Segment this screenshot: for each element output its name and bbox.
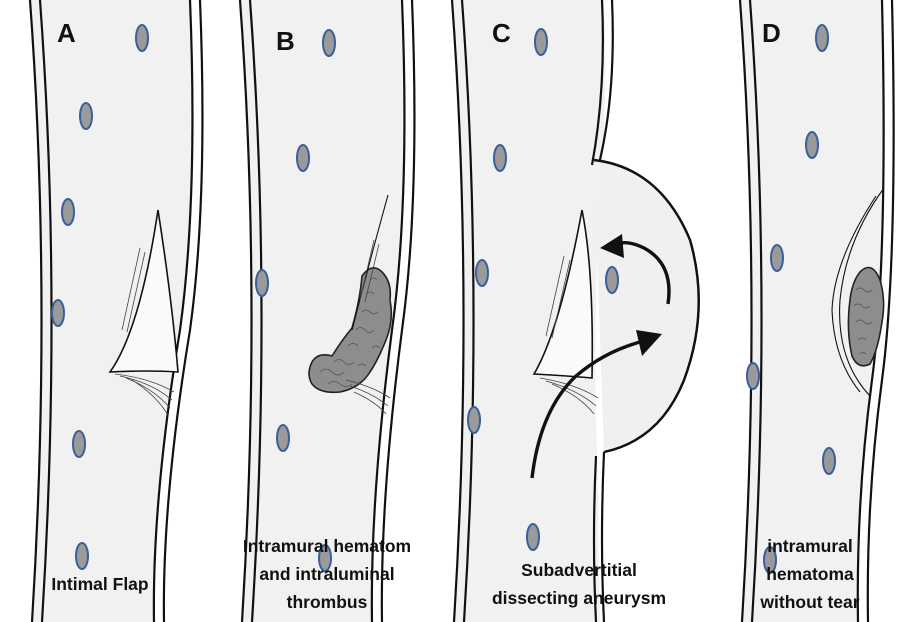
caption-b-line-2: and intraluminal [259,564,394,584]
caption-b-line-3: thrombus [287,592,368,612]
blood-cell [535,29,547,55]
blood-cell [527,524,539,550]
panel-a: A Intimal Flap [30,0,202,622]
caption-b-line-1: Intramural hematom [243,536,411,556]
caption-d-line-1: intramural [767,536,853,556]
blood-cell [76,543,88,569]
caption-a-line-1: Intimal Flap [51,574,148,594]
blood-cell [73,431,85,457]
panel-letter-a: A [57,18,76,48]
panel-c: C Subadvertitial dissecting aneurysm [452,0,699,622]
blood-cell [277,425,289,451]
blood-cell [816,25,828,51]
panel-b: B Intramural hematom and intraluminal th… [240,0,414,622]
blood-cell [494,145,506,171]
blood-cell [771,245,783,271]
panel-letter-d: D [762,18,781,48]
blood-cell [747,363,759,389]
blood-cell [297,145,309,171]
blood-cell [256,270,268,296]
blood-cell [80,103,92,129]
blood-cell [52,300,64,326]
blood-cell [476,260,488,286]
blood-cell [606,267,618,293]
blood-cell [62,199,74,225]
intramural-hematoma-d [848,268,883,366]
blood-cell [806,132,818,158]
panel-letter-b: B [276,26,295,56]
blood-cell [323,30,335,56]
caption-d-line-2: hematoma [766,564,854,584]
panel-d: D intramural hematoma without tear [740,0,894,622]
aneurysm-sac-fill-c [594,160,699,452]
blood-cell [136,25,148,51]
blood-cell [468,407,480,433]
caption-d-line-3: without tear [759,592,859,612]
blood-cell [823,448,835,474]
caption-c-line-2: dissecting aneurysm [492,588,666,608]
panel-letter-c: C [492,18,511,48]
caption-c-line-1: Subadvertitial [521,560,637,580]
